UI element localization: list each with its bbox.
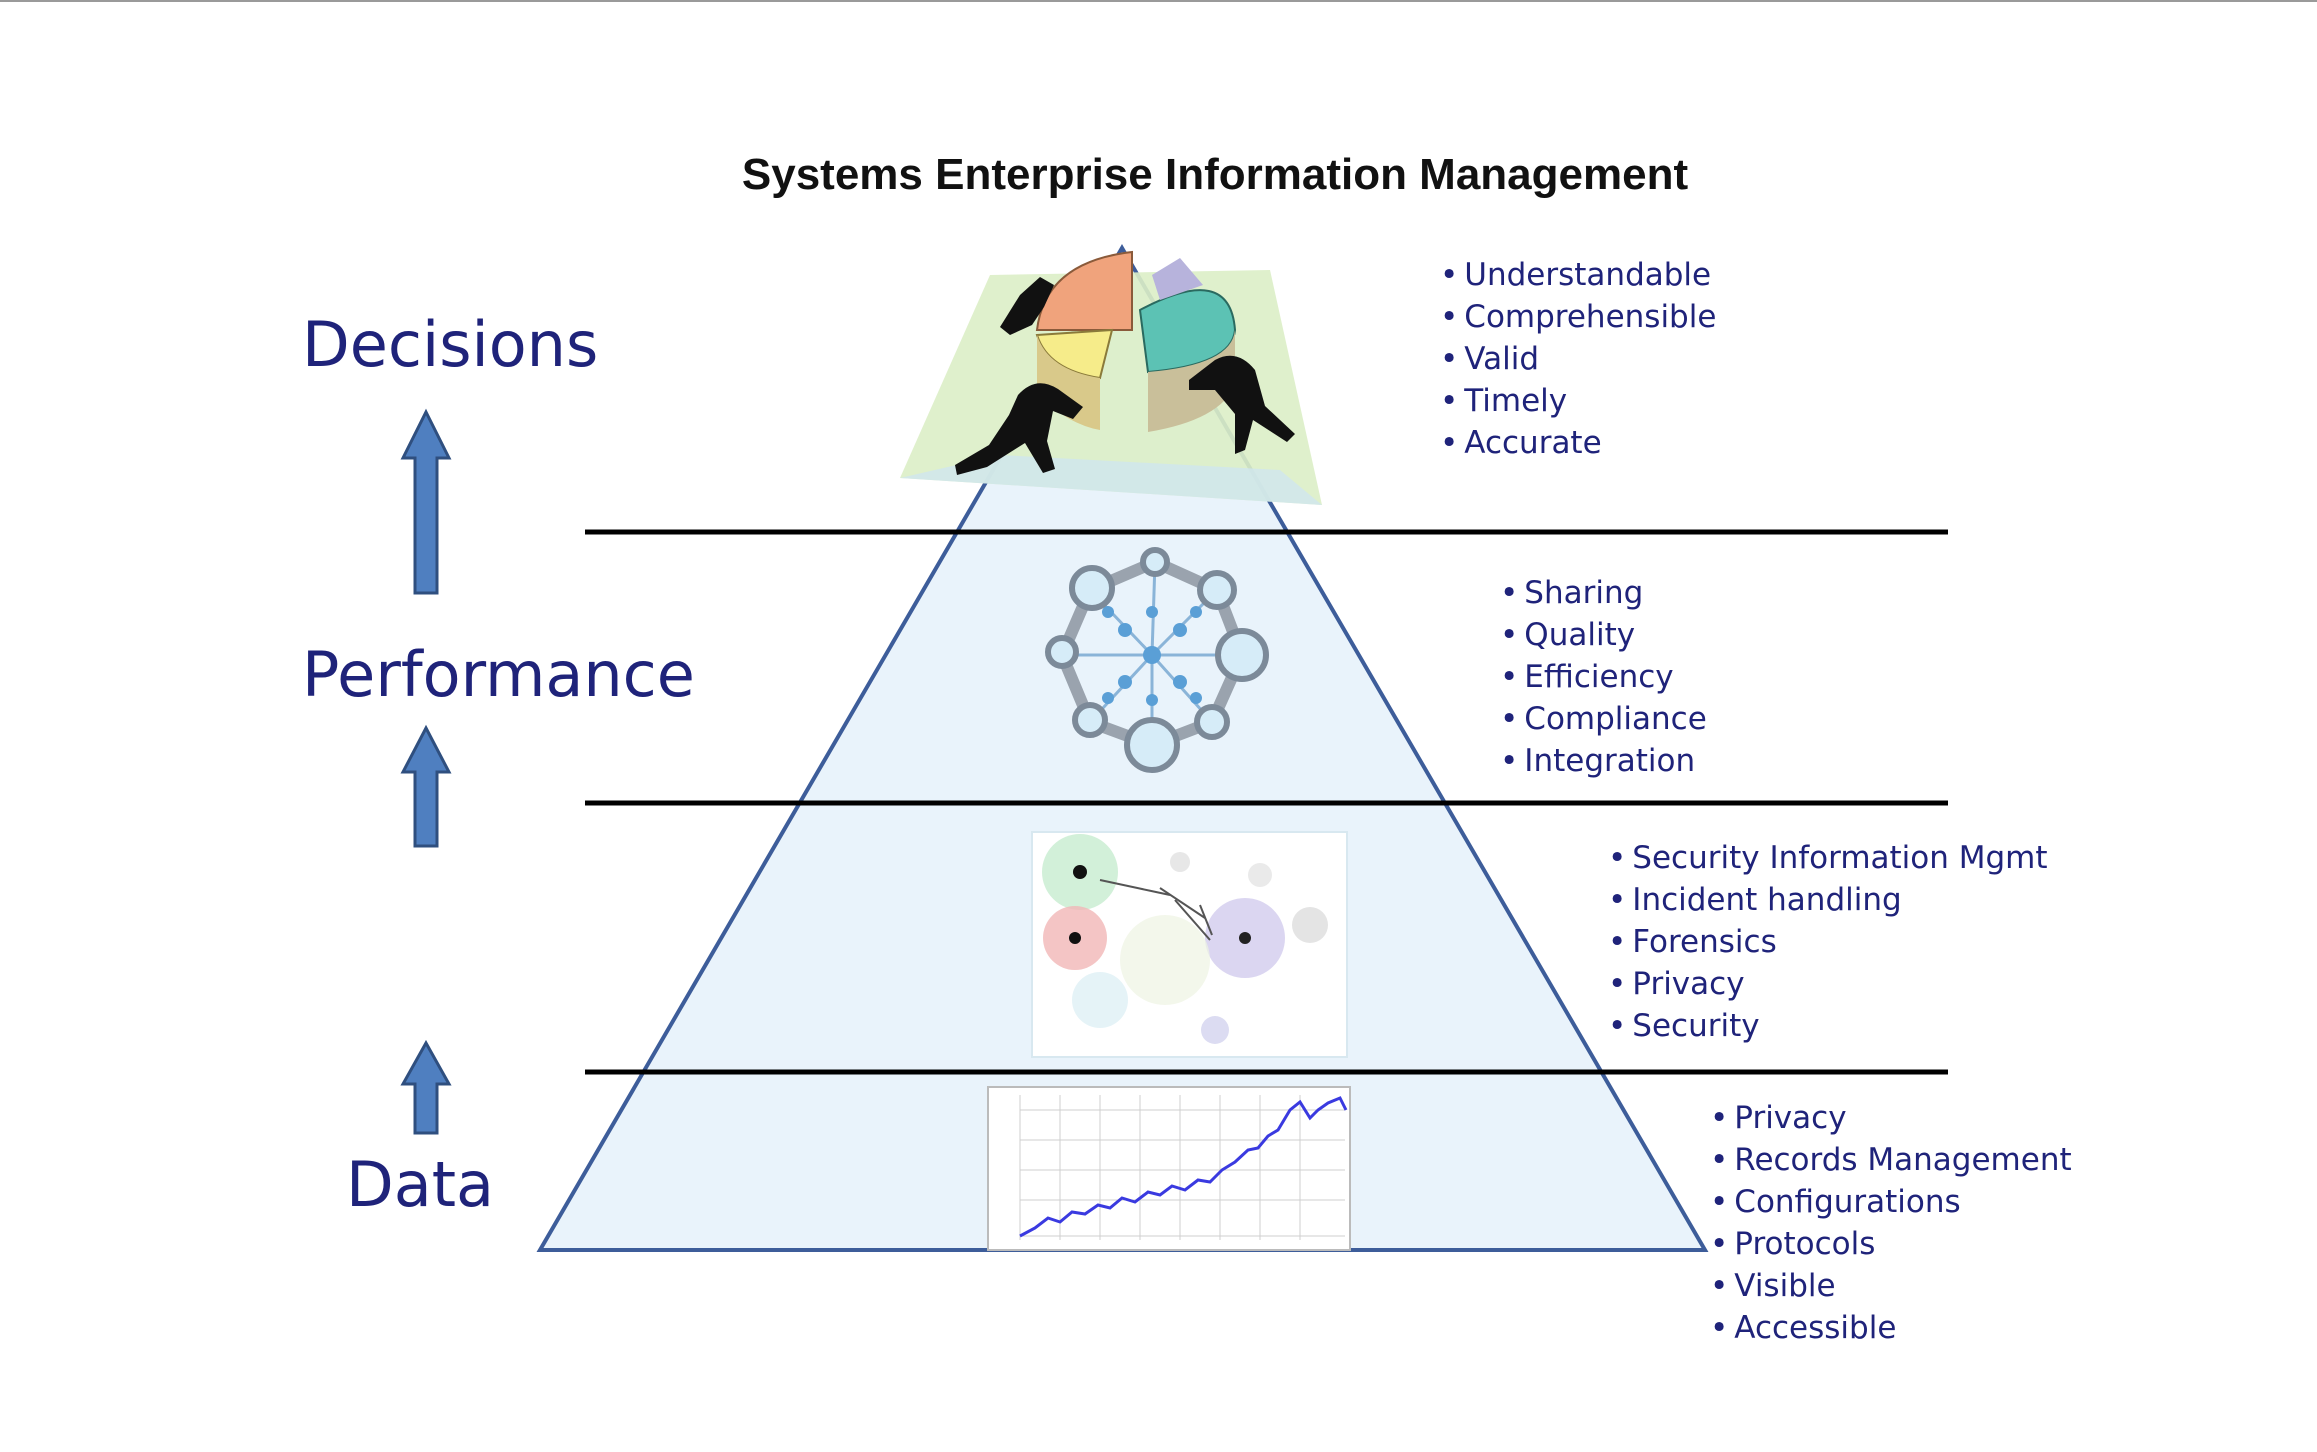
list-item: Integration [1500, 740, 1707, 782]
list-item: Privacy [1710, 1097, 2072, 1139]
cluster-graph-icon [1031, 831, 1348, 1058]
list-item: Security Information Mgmt [1608, 837, 2047, 879]
list-item: Understandable [1440, 254, 1716, 296]
arrow-up-icon [400, 1039, 452, 1135]
list-item: Compliance [1500, 698, 1706, 740]
list-item: Protocols [1710, 1223, 2072, 1265]
list-item: Records Management [1710, 1139, 2071, 1181]
pie-chart-team-icon [900, 250, 1322, 505]
list-item: Valid [1440, 338, 1716, 380]
stage-label-performance: Performance [302, 638, 695, 711]
arrow-up-icon [400, 724, 452, 848]
page-title: Systems Enterprise Information Managemen… [741, 150, 1689, 199]
list-item: Timely [1440, 380, 1716, 422]
line-chart-thumbnail-icon [987, 1086, 1351, 1251]
bullet-list-performance: Sharing Quality Efficiency Compliance In… [1500, 572, 1707, 782]
stage-label-data: Data [346, 1148, 495, 1221]
network-hub-icon [1045, 547, 1269, 773]
list-item: Incident handling [1608, 879, 2048, 921]
bullet-list-security: Security Information Mgmt Incident handl… [1608, 837, 2048, 1047]
stage-label-decisions: Decisions [302, 308, 599, 381]
top-border [0, 0, 2317, 2]
list-item: Privacy [1608, 963, 2048, 1005]
list-item: Security [1608, 1005, 2048, 1047]
list-item: Configurations [1710, 1181, 2072, 1223]
list-item: Quality [1500, 614, 1707, 656]
bullet-list-top: Understandable Comprehensible Valid Time… [1440, 254, 1716, 464]
list-item: Accessible [1710, 1307, 2072, 1349]
bullet-list-data: Privacy Records Management Configuration… [1710, 1097, 2072, 1349]
list-item: Efficiency [1500, 656, 1707, 698]
list-item: Forensics [1608, 921, 2048, 963]
list-item: Sharing [1500, 572, 1707, 614]
list-item: Comprehensible [1440, 296, 1716, 338]
arrow-up-icon [400, 408, 452, 595]
list-item: Accurate [1440, 422, 1716, 464]
list-item: Visible [1710, 1265, 2072, 1307]
